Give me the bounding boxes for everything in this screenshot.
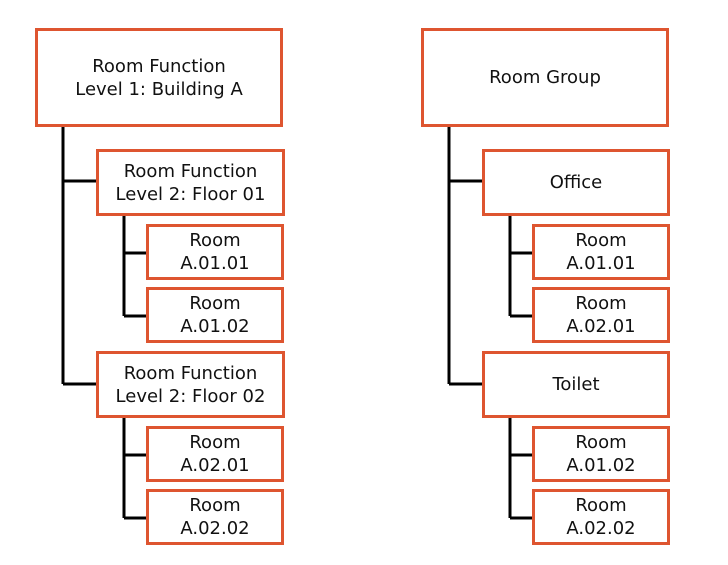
room-node-a-02-01-right: Room A.02.01 [532,287,670,343]
room-node-a-02-01-left: Room A.02.01 [146,426,284,482]
node-title: Room [189,432,241,453]
node-title: Room Group [489,67,601,88]
left-floor01-connector [122,216,148,318]
room-node-a-02-02-right: Room A.02.02 [532,489,670,545]
node-title: Toilet [552,374,600,395]
node-title: Room Function [123,160,258,182]
node-subtitle: A.01.02 [566,455,636,476]
node-title: Room Function [123,362,258,384]
node-subtitle: A.01.01 [566,253,636,274]
node-subtitle: Level 1: Building A [75,78,243,100]
right-office-connector [508,216,534,318]
node-title: Office [549,172,603,193]
node-subtitle: A.01.02 [180,316,250,337]
node-title: Room [575,432,627,453]
node-subtitle: A.02.01 [180,455,250,476]
node-title: Room [189,293,241,314]
left-floor02-connector [122,418,148,520]
room-node-a-01-01-left: Room A.01.01 [146,224,284,280]
room-node-a-02-02-left: Room A.02.02 [146,489,284,545]
left-root-connector [61,127,98,386]
node-title: Room [575,293,627,314]
building-a-node: Room Function Level 1: Building A [35,28,283,127]
room-node-a-01-02-right: Room A.01.02 [532,426,670,482]
node-title: Room [189,230,241,251]
node-title: Room [189,495,241,516]
node-subtitle: A.02.02 [566,518,636,539]
room-group-node: Room Group [421,28,669,127]
node-subtitle: A.02.02 [180,518,250,539]
floor-01-node: Room Function Level 2: Floor 01 [96,149,285,216]
right-toilet-connector [508,418,534,520]
node-subtitle: Level 2: Floor 01 [115,183,266,205]
floor-02-node: Room Function Level 2: Floor 02 [96,351,285,418]
node-subtitle: A.02.01 [566,316,636,337]
room-node-a-01-01-right: Room A.01.01 [532,224,670,280]
node-subtitle: Level 2: Floor 02 [115,385,266,407]
office-node: Office [482,149,670,216]
node-title: Room Function [92,55,226,77]
node-title: Room [575,230,627,251]
right-root-connector [447,127,484,386]
node-subtitle: A.01.01 [180,253,250,274]
node-title: Room [575,495,627,516]
room-node-a-01-02-left: Room A.01.02 [146,287,284,343]
toilet-node: Toilet [482,351,670,418]
